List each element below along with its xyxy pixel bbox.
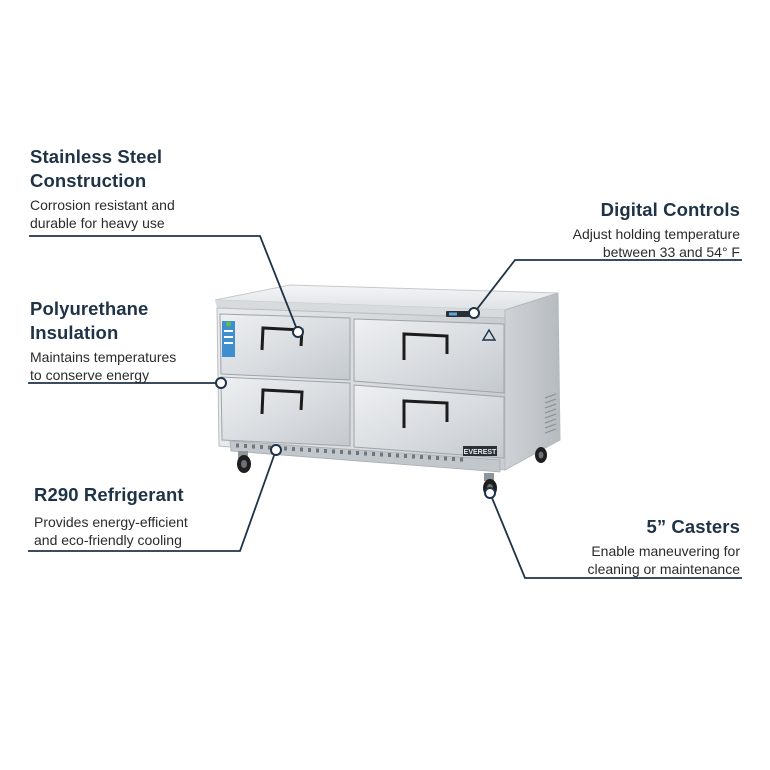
- drawer-handles: [260, 326, 449, 428]
- brand-label: EVEREST: [464, 449, 497, 456]
- callout-r290-refrigerant: R290 Refrigerant Provides energy-efficie…: [34, 483, 188, 549]
- warning-triangle-icon: [481, 328, 497, 341]
- bottom-vent: [236, 443, 463, 462]
- callout-dot-icon: [484, 487, 496, 499]
- callout-dot-icon: [270, 444, 282, 456]
- callout-title: 5” Casters: [646, 516, 740, 537]
- callout-title-line: Polyurethane: [30, 298, 149, 319]
- leader-controls: [473, 259, 742, 314]
- callout-desc-line: between 33 and 54° F: [602, 244, 740, 260]
- drawer-bottom-left: [220, 376, 351, 447]
- callout-description: Enable maneuvering for cleaning or maint…: [587, 542, 740, 578]
- callout-description: Maintains temperatures to conserve energ…: [30, 348, 176, 384]
- callout-desc-line: Provides energy-efficient: [34, 514, 188, 530]
- leader-lines: [28, 235, 742, 579]
- drawer-top-left: [219, 313, 351, 381]
- callout-desc-line: Corrosion resistant and: [30, 197, 175, 213]
- drawer-top-right: [353, 318, 505, 394]
- callout-title: Polyurethane Insulation: [30, 297, 176, 345]
- side-panel: [504, 292, 561, 471]
- brand-badge: EVEREST: [463, 446, 497, 456]
- leader-casters: [489, 492, 742, 579]
- callout-desc-line: durable for heavy use: [30, 215, 165, 231]
- leader-stainless: [29, 235, 299, 333]
- energy-label-icon: [222, 321, 235, 357]
- callout-desc-line: to conserve energy: [30, 367, 150, 383]
- callout-title: R290 Refrigerant: [34, 484, 184, 505]
- callout-polyurethane-insulation: Polyurethane Insulation Maintains temper…: [30, 297, 176, 384]
- side-vent: [544, 393, 557, 434]
- callout-dots: [215, 307, 496, 499]
- callout-description: Provides energy-efficient and eco-friend…: [34, 513, 188, 549]
- callout-digital-controls: Digital Controls Adjust holding temperat…: [573, 198, 740, 261]
- drawer-bottom-right: [353, 384, 505, 459]
- callout-dot-icon: [215, 377, 227, 389]
- callout-desc-line: Maintains temperatures: [30, 349, 177, 365]
- callout-dot-icon: [468, 307, 480, 319]
- callout-desc-line: Adjust holding temperature: [572, 226, 740, 242]
- leader-refrigerant: [28, 449, 277, 552]
- callout-desc-line: cleaning or maintenance: [587, 561, 740, 577]
- callout-desc-line: Enable maneuvering for: [591, 543, 740, 559]
- callout-stainless-steel: Stainless Steel Construction Corrosion r…: [30, 145, 175, 232]
- callout-title-line: Stainless Steel: [30, 146, 163, 167]
- callout-desc-line: and eco-friendly cooling: [34, 532, 182, 548]
- callout-dot-icon: [292, 326, 304, 338]
- callout-title-line: Construction: [30, 170, 147, 191]
- callout-description: Adjust holding temperature between 33 an…: [573, 225, 740, 261]
- callout-description: Corrosion resistant and durable for heav…: [30, 196, 175, 232]
- callout-title: Stainless Steel Construction: [30, 145, 175, 193]
- callout-title: Digital Controls: [600, 199, 740, 220]
- callout-casters: 5” Casters Enable maneuvering for cleani…: [587, 515, 740, 578]
- cooler-unit: EVEREST: [214, 284, 561, 497]
- callout-title-line: Insulation: [30, 322, 119, 343]
